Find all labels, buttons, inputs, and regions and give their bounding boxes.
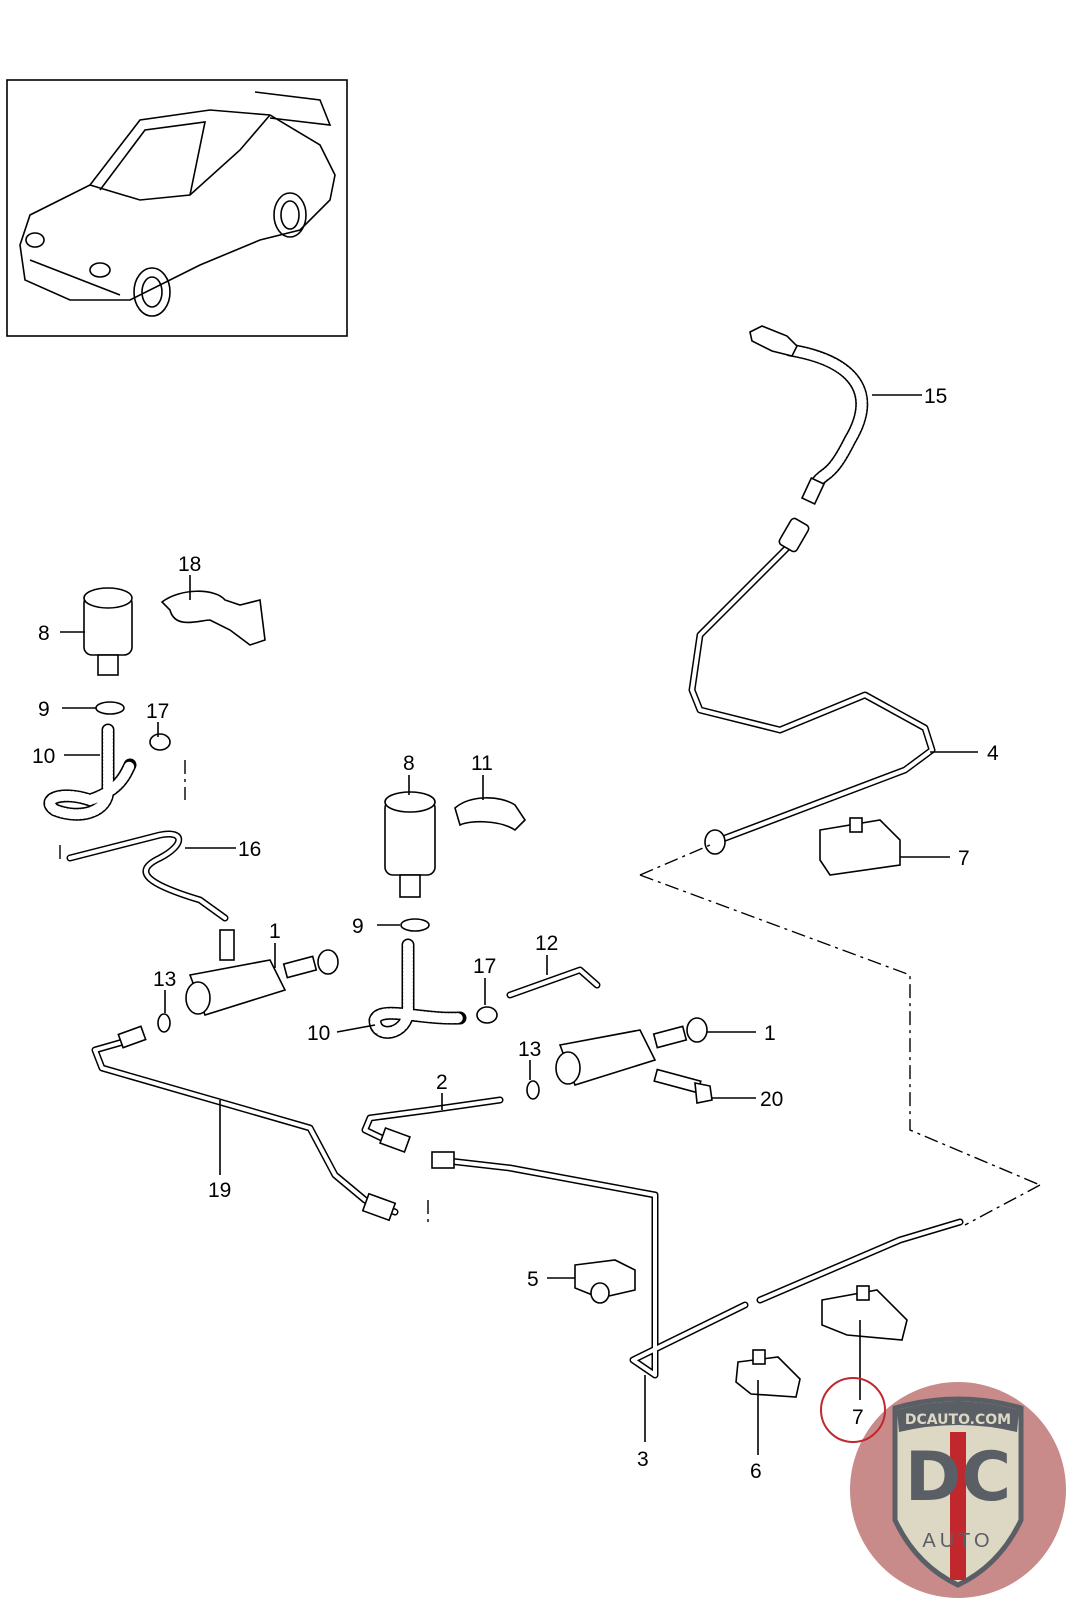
callout-10[interactable]: 10 [32, 745, 55, 768]
part-17-clamp-middle[interactable] [476, 1006, 498, 1024]
dcauto-logo: DCAUTO.COM DC AUTO [850, 1382, 1066, 1598]
part-1-cylinder-right[interactable] [555, 1017, 708, 1086]
callout-17[interactable]: 17 [146, 700, 169, 723]
callout-18[interactable]: 18 [178, 553, 201, 576]
leader-lines [60, 394, 978, 1455]
callout-2[interactable]: 2 [436, 1071, 448, 1094]
callout-3[interactable]: 3 [637, 1448, 649, 1471]
callout-4[interactable]: 4 [987, 742, 999, 765]
callout-13[interactable]: 13 [153, 968, 176, 991]
callout-9[interactable]: 9 [352, 915, 364, 938]
part-11-bracket[interactable] [454, 797, 527, 832]
callout-17[interactable]: 17 [473, 955, 496, 978]
part-16-pipe[interactable] [66, 830, 229, 922]
part-4-pipe[interactable] [688, 517, 936, 855]
part-7-clip-lower[interactable] [821, 1285, 908, 1341]
part-17-clamp-left[interactable] [149, 733, 171, 751]
callout-20[interactable]: 20 [760, 1088, 783, 1111]
callout-6[interactable]: 6 [750, 1460, 762, 1483]
part-2-pipe[interactable] [361, 1096, 504, 1153]
part-5-connector[interactable] [574, 1259, 636, 1304]
callout-8[interactable]: 8 [403, 752, 415, 775]
logo-site-text: DCAUTO.COM [905, 1412, 1011, 1428]
callout-12[interactable]: 12 [535, 932, 558, 955]
callout-7[interactable]: 7 [958, 847, 970, 870]
logo-initials: DC [905, 1438, 1011, 1517]
callout-13[interactable]: 13 [518, 1038, 541, 1061]
callout-5[interactable]: 5 [527, 1268, 539, 1291]
part-20-bolt[interactable] [653, 1068, 713, 1104]
part-3-pipe[interactable] [431, 1151, 964, 1379]
part-8-reservoir-middle[interactable] [384, 791, 436, 898]
part-19-pipe[interactable] [91, 1025, 399, 1222]
callout-1[interactable]: 1 [764, 1022, 776, 1045]
part-13-washer-left[interactable] [157, 1013, 171, 1033]
callout-11[interactable]: 11 [471, 752, 493, 775]
part-9-clamp-middle[interactable] [400, 918, 430, 932]
callout-9[interactable]: 9 [38, 698, 50, 721]
part-12-pipe[interactable] [506, 966, 601, 999]
callout-15[interactable]: 15 [924, 385, 947, 408]
part-10-hose-middle[interactable] [368, 938, 467, 1039]
vehicle-thumbnail [6, 79, 348, 337]
callout-1[interactable]: 1 [269, 920, 281, 943]
callout-7-highlighted[interactable]: 7 [852, 1406, 864, 1429]
part-10-hose-left[interactable] [43, 723, 137, 821]
part-18-bracket[interactable] [160, 590, 266, 646]
part-15-hose[interactable] [749, 325, 869, 505]
part-13-washer-right[interactable] [526, 1080, 540, 1100]
part-9-clamp-left[interactable] [95, 701, 125, 715]
highlight-circle [820, 1377, 886, 1443]
callout-16[interactable]: 16 [238, 838, 261, 861]
part-7-clip-upper[interactable] [819, 817, 901, 876]
logo-word: AUTO [922, 1530, 993, 1552]
callout-8[interactable]: 8 [38, 622, 50, 645]
part-8-reservoir-left[interactable] [83, 587, 133, 676]
callout-19[interactable]: 19 [208, 1179, 231, 1202]
part-1-cylinder-left[interactable] [185, 929, 339, 1016]
part-6-clip[interactable] [735, 1349, 801, 1398]
callout-10[interactable]: 10 [307, 1022, 330, 1045]
